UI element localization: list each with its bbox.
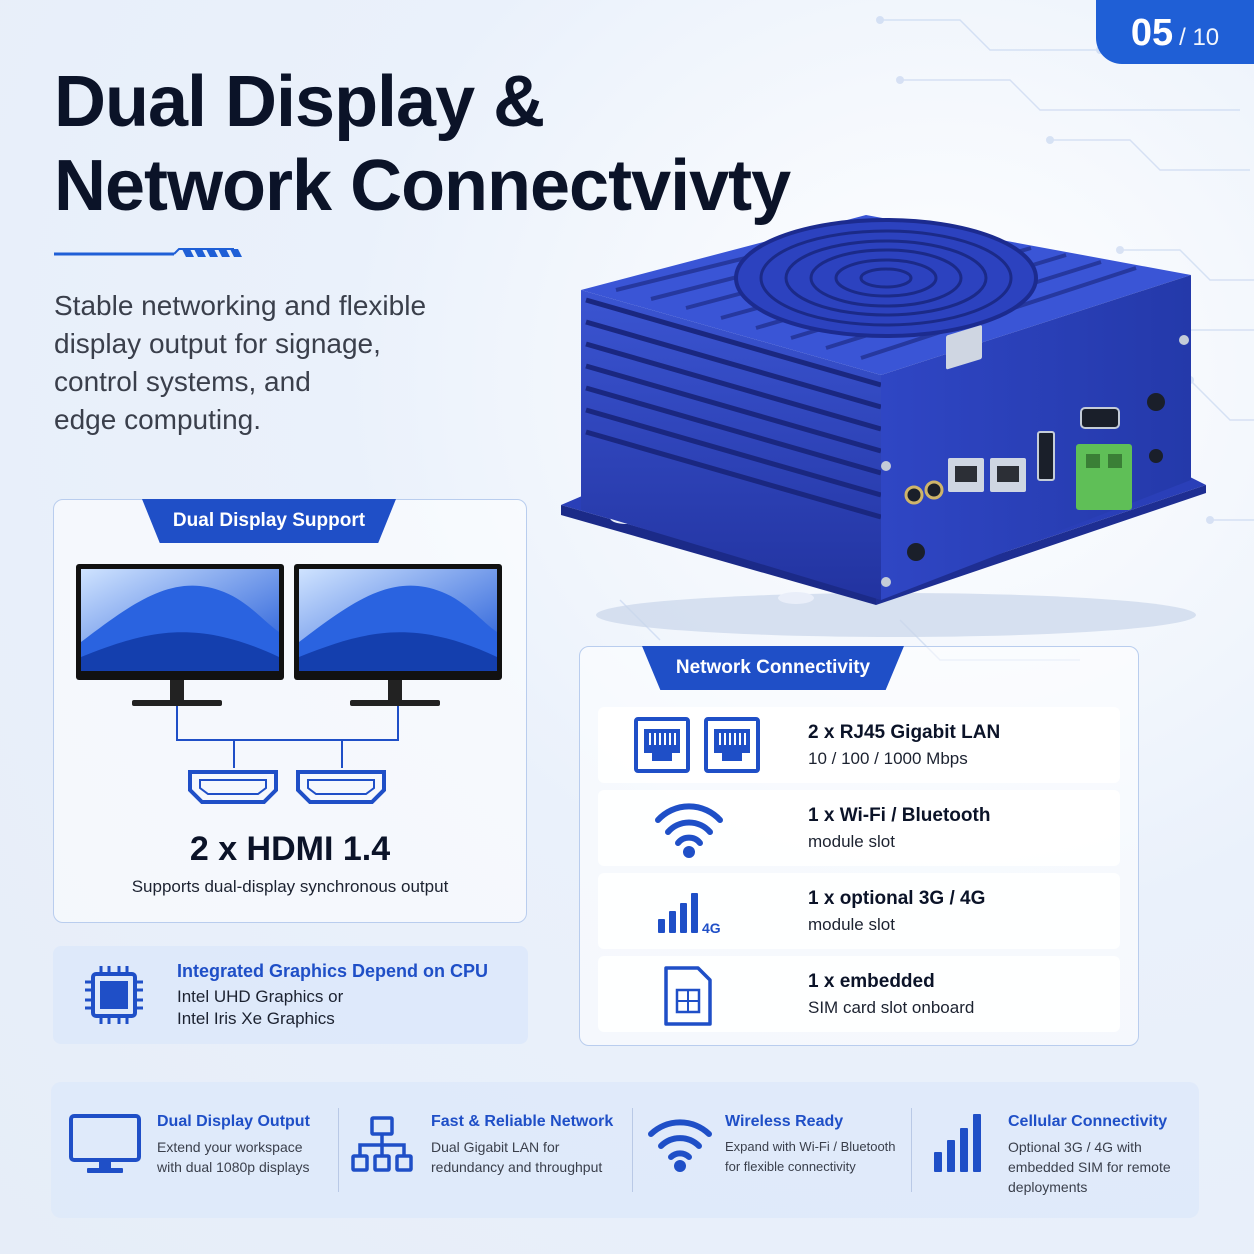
wifi-sub-text: module slot bbox=[808, 832, 895, 851]
hdmi-caption: Supports dual-display synchronous output bbox=[131, 877, 449, 896]
dual-display-tab: Dual Display Support bbox=[142, 499, 396, 543]
feature-dual-display: Dual Display Output Extend your workspac… bbox=[51, 1082, 338, 1218]
cellular-4g-label: 4G bbox=[702, 920, 721, 936]
network-row-sim: 1 x embedded SIM card slot onboard bbox=[598, 956, 1120, 1032]
hdmi-port-icon bbox=[188, 770, 278, 804]
lan-main-text: 2 x RJ45 Gigabit LAN bbox=[808, 722, 1001, 743]
dual-display-panel: Dual Display Support bbox=[53, 499, 527, 923]
signal-bars-icon bbox=[934, 1114, 981, 1172]
feature-desc-line: redundancy and throughput bbox=[431, 1159, 603, 1175]
feature-divider bbox=[632, 1108, 633, 1192]
sim-card-icon bbox=[664, 966, 712, 1026]
cellular-main-text: 1 x optional 3G / 4G bbox=[808, 888, 986, 909]
title-underline-decoration bbox=[54, 248, 242, 257]
page-current: 05 bbox=[1130, 12, 1174, 54]
monitor-icon bbox=[69, 1114, 141, 1173]
graphics-title: Integrated Graphics Depend on CPU bbox=[177, 961, 489, 981]
cpu-chip-icon bbox=[85, 966, 143, 1024]
connection-lines bbox=[176, 706, 399, 768]
wifi-icon bbox=[648, 1119, 712, 1172]
hdmi-port-icon bbox=[296, 770, 386, 804]
feature-desc-line: deployments bbox=[1008, 1179, 1088, 1195]
feature-divider bbox=[911, 1108, 912, 1192]
title-line-1: Dual Display & bbox=[54, 62, 545, 142]
feature-wireless: Wireless Ready Expand with Wi-Fi / Bluet… bbox=[633, 1082, 911, 1218]
feature-title: Fast & Reliable Network bbox=[431, 1113, 614, 1130]
subtitle-line: edge computing. bbox=[54, 404, 262, 435]
page-total: / 10 bbox=[1179, 24, 1220, 51]
feature-title: Dual Display Output bbox=[157, 1113, 310, 1130]
network-row-lan: 2 x RJ45 Gigabit LAN 10 / 100 / 1000 Mbp… bbox=[598, 707, 1120, 783]
network-connectivity-panel: Network Connectivity 2 x RJ45 Gigabit LA… bbox=[579, 646, 1139, 1046]
page-subtitle: Stable networking and flexible display o… bbox=[54, 287, 474, 439]
feature-title: Wireless Ready bbox=[725, 1113, 844, 1130]
subtitle-line: display output for signage, bbox=[54, 328, 381, 359]
feature-desc-line: with dual 1080p displays bbox=[157, 1159, 310, 1175]
graphics-line-2: Intel Iris Xe Graphics bbox=[177, 1009, 335, 1028]
feature-title: Cellular Connectivity bbox=[1008, 1113, 1168, 1130]
feature-desc-line: embedded SIM for remote bbox=[1008, 1159, 1171, 1175]
lan-sub-text: 10 / 100 / 1000 Mbps bbox=[808, 749, 968, 768]
page-title: Dual Display & Network Connectvivty bbox=[54, 60, 874, 228]
network-row-cellular: 4G 1 x optional 3G / 4G module slot bbox=[598, 873, 1120, 949]
network-connectivity-tab: Network Connectivity bbox=[642, 646, 904, 690]
hdmi-heading: 2 x HDMI 1.4 bbox=[189, 830, 391, 868]
subtitle-line: control systems, and bbox=[54, 366, 311, 397]
network-tree-icon bbox=[351, 1116, 413, 1172]
feature-desc-line: Extend your workspace bbox=[157, 1139, 303, 1155]
feature-summary-bar: Dual Display Output Extend your workspac… bbox=[51, 1082, 1199, 1218]
title-line-2: Network Connectvivty bbox=[54, 146, 791, 226]
feature-desc-line: for flexible connectivity bbox=[725, 1159, 856, 1174]
monitor-right bbox=[294, 564, 502, 706]
feature-cellular: Cellular Connectivity Optional 3G / 4G w… bbox=[912, 1082, 1199, 1218]
mini-pc-product-image bbox=[561, 215, 1206, 637]
ethernet-port-icon bbox=[634, 717, 760, 773]
wifi-icon bbox=[655, 803, 723, 858]
graphics-line-1: Intel UHD Graphics or bbox=[177, 987, 344, 1006]
sim-main-text: 1 x embedded bbox=[808, 971, 935, 992]
feature-desc-line: Expand with Wi-Fi / Bluetooth bbox=[725, 1139, 896, 1154]
page-indicator-badge: 05 / 10 bbox=[1096, 0, 1254, 64]
subtitle-line: Stable networking and flexible bbox=[54, 290, 427, 321]
network-row-wifi: 1 x Wi-Fi / Bluetooth module slot bbox=[598, 790, 1120, 866]
feature-divider bbox=[338, 1108, 339, 1192]
dual-monitors-illustration bbox=[76, 564, 502, 804]
cellular-sub-text: module slot bbox=[808, 915, 895, 934]
monitor-left bbox=[76, 564, 284, 706]
wifi-main-text: 1 x Wi-Fi / Bluetooth bbox=[808, 805, 991, 826]
feature-desc-line: Optional 3G / 4G with bbox=[1008, 1139, 1142, 1155]
cellular-4g-icon: 4G bbox=[658, 893, 721, 936]
integrated-graphics-box: Integrated Graphics Depend on CPU Intel … bbox=[53, 946, 528, 1044]
feature-network: Fast & Reliable Network Dual Gigabit LAN… bbox=[339, 1082, 632, 1218]
feature-desc-line: Dual Gigabit LAN for bbox=[431, 1139, 560, 1155]
sim-sub-text: SIM card slot onboard bbox=[808, 998, 975, 1017]
